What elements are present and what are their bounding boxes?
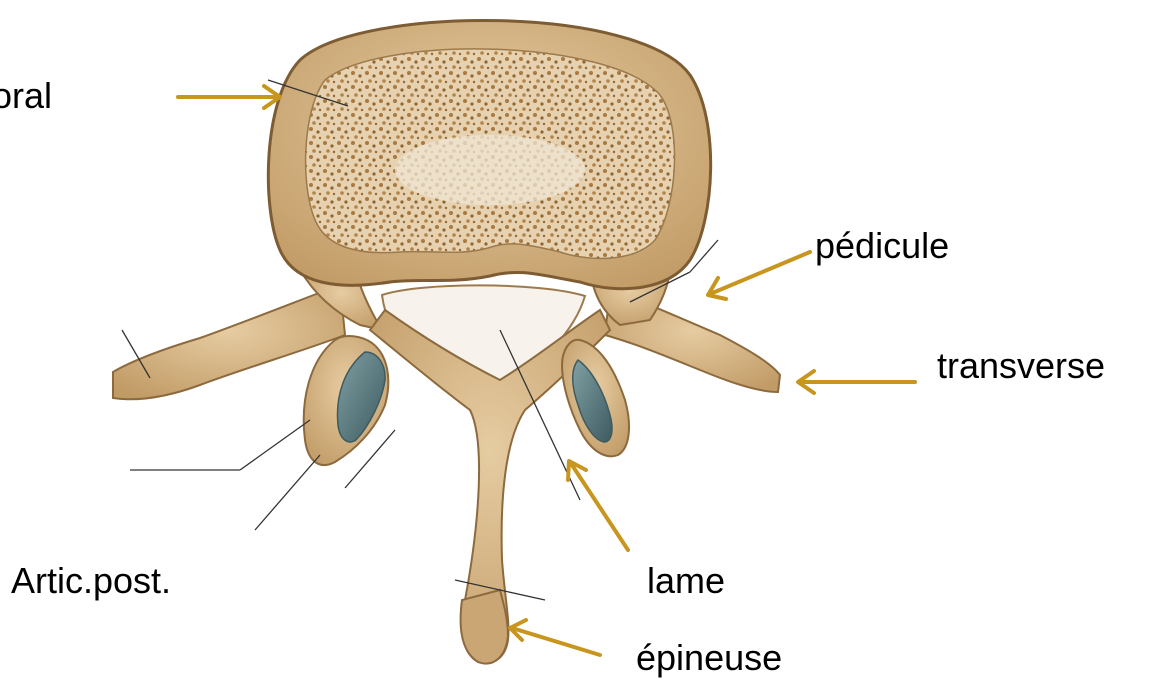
spinous-label: épineuse	[636, 640, 782, 676]
gold-arrow-icon	[568, 461, 628, 550]
gold-arrow-icon	[510, 620, 600, 655]
gold-arrow-icon	[708, 252, 810, 299]
vertebral-body-center	[395, 135, 585, 205]
vertebral-body-label: oral	[0, 78, 52, 114]
spinous-tip	[461, 590, 508, 664]
transverse-label: transverse	[937, 348, 1105, 384]
pedicle-label: pédicule	[815, 228, 949, 264]
lamina-label: lame	[647, 563, 725, 599]
gold-arrow-icon	[178, 86, 280, 108]
gold-arrow-icon	[798, 371, 915, 393]
articular-label: Artic.post.	[11, 563, 171, 599]
